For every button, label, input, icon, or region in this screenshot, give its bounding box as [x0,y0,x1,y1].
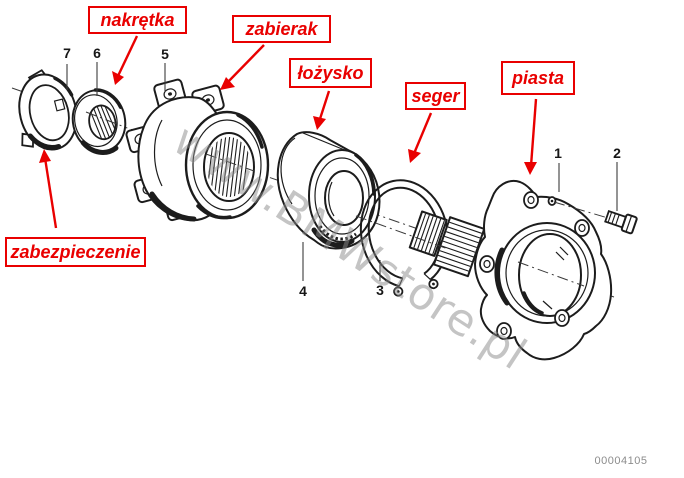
arrowhead-zabierak [220,77,235,90]
arrowhead-lozysko [313,116,326,130]
bearing-drawing [276,131,381,250]
bolt-drawing [604,209,638,235]
arrowhead-piasta [524,162,537,175]
doc-number: 00004105 [595,455,648,467]
label-seger: seger [405,82,466,110]
drive-flange-drawing [125,78,270,222]
label-zabierak: zabierak [232,15,331,43]
label-lozysko: łożysko [289,58,372,88]
hub-drawing [408,180,613,361]
arrowhead-zabezpieczenie [39,149,51,163]
part-number-3: 3 [376,282,384,298]
part-number-5: 5 [161,46,169,62]
callout-arrows [39,35,538,229]
arrowhead-nakretka [112,71,124,85]
hub-shaft-splines [432,216,486,278]
locknut-drawing [71,88,127,155]
part-number-7: 7 [63,45,71,61]
arrowhead-seger [408,149,421,163]
lock-plate-drawing [18,69,78,151]
leader-lines [66,62,618,281]
bolt-axis-line [553,201,609,219]
part-number-1: 1 [554,145,562,161]
label-zabezpieczenie: zabezpieczenie [5,237,146,267]
part-number-2: 2 [613,145,621,161]
label-piasta: piasta [501,61,575,95]
part-number-6: 6 [93,45,101,61]
part-number-4: 4 [299,283,307,299]
axis-overlay [85,111,585,287]
label-nakretka: nakrętka [88,6,187,34]
